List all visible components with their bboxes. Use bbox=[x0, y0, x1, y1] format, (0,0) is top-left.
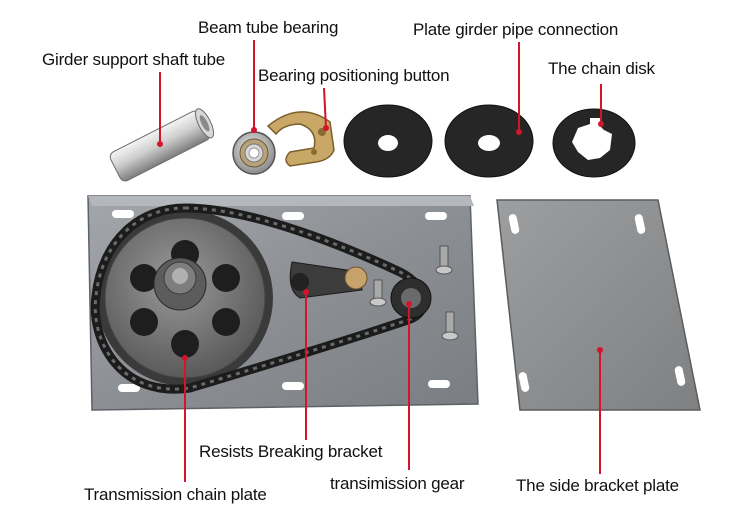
connection-disk-left bbox=[343, 104, 433, 178]
chain-disk bbox=[552, 108, 636, 178]
leader-dot-positioning-button bbox=[323, 125, 329, 131]
label-resists-breaking-bracket: Resists Breaking bracket bbox=[199, 442, 383, 461]
leader-dot-transmission-gear bbox=[406, 301, 412, 307]
label-chain-disk: The chain disk bbox=[548, 59, 655, 78]
leader-lines bbox=[157, 40, 604, 482]
label-beam-tube-bearing: Beam tube bearing bbox=[198, 18, 339, 37]
leader-dot-brake-bracket bbox=[303, 289, 309, 295]
label-girder-support-shaft-tube: Girder support shaft tube bbox=[42, 50, 226, 69]
label-transmission-gear: transimission gear bbox=[330, 474, 465, 493]
leader-dot-shaft-tube bbox=[157, 141, 163, 147]
label-side-bracket-plate: The side bracket plate bbox=[516, 476, 679, 495]
label-bearing-positioning-button: Bearing positioning button bbox=[258, 66, 450, 85]
roller-chain bbox=[90, 203, 429, 394]
side-bracket-plate bbox=[496, 199, 701, 411]
mounting-bolts bbox=[369, 245, 459, 341]
leader-dot-chain-plate bbox=[182, 355, 188, 361]
connection-disk-right bbox=[444, 104, 534, 178]
leader-dot-pipe-connection bbox=[516, 129, 522, 135]
leader-line-positioning-button bbox=[323, 87, 327, 129]
label-transmission-chain-plate: Transmission chain plate bbox=[84, 485, 267, 504]
leader-dot-side-plate bbox=[597, 347, 603, 353]
leader-dot-chain-disk bbox=[598, 121, 604, 127]
large-sprocket bbox=[97, 210, 273, 386]
brake-bracket-arm bbox=[289, 261, 368, 299]
beam-tube-bearing bbox=[232, 131, 276, 175]
label-plate-girder-pipe-connection: Plate girder pipe connection bbox=[413, 20, 619, 39]
leader-dot-beam-bearing bbox=[251, 127, 257, 133]
bearing-positioning-clip bbox=[266, 111, 335, 167]
small-sprocket bbox=[390, 277, 432, 319]
